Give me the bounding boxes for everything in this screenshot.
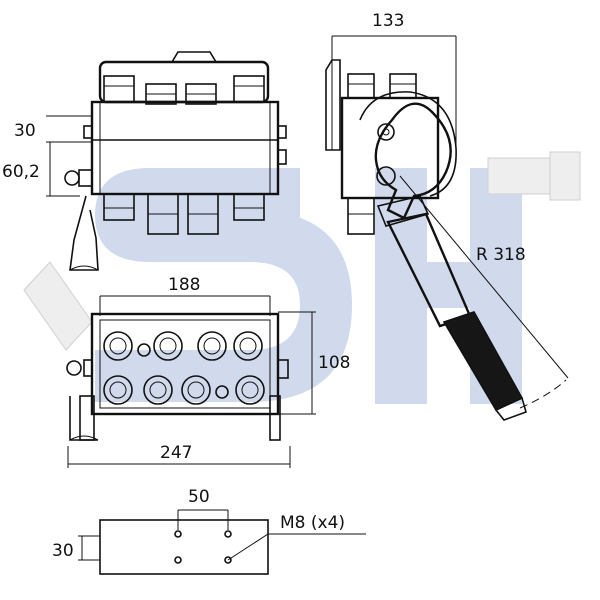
dim-width-247: 247: [160, 443, 192, 463]
front-bottom-fittings: [103, 193, 265, 235]
bolt-spec-label: M8 (x4): [280, 513, 345, 533]
mounting-plate-view: 50 M8 (x4) 30: [52, 487, 366, 575]
front-top-fittings: [103, 75, 265, 105]
front-view: [64, 51, 287, 271]
dim-plate-height-30: 30: [52, 541, 74, 561]
watermark-arrow-left: [23, 261, 93, 351]
dim-height-60-2: 60,2: [2, 162, 40, 182]
watermark-arrow-right: [487, 151, 581, 201]
top-ports-row-2: [103, 375, 265, 405]
dim-height-108: 108: [318, 353, 350, 373]
watermark-logo: [95, 168, 522, 404]
dim-width-133: 133: [372, 11, 404, 31]
top-view: 188 108 2: [66, 275, 350, 468]
dim-lever-radius: R 318: [476, 245, 526, 265]
side-view: 133 R 318: [325, 11, 569, 421]
top-ports-row-1: [103, 331, 263, 361]
front-dimensions: 30 60,2: [2, 115, 92, 197]
dim-width-188: 188: [168, 275, 200, 295]
dim-hole-spacing-50: 50: [188, 487, 210, 507]
dim-height-30: 30: [14, 121, 36, 141]
